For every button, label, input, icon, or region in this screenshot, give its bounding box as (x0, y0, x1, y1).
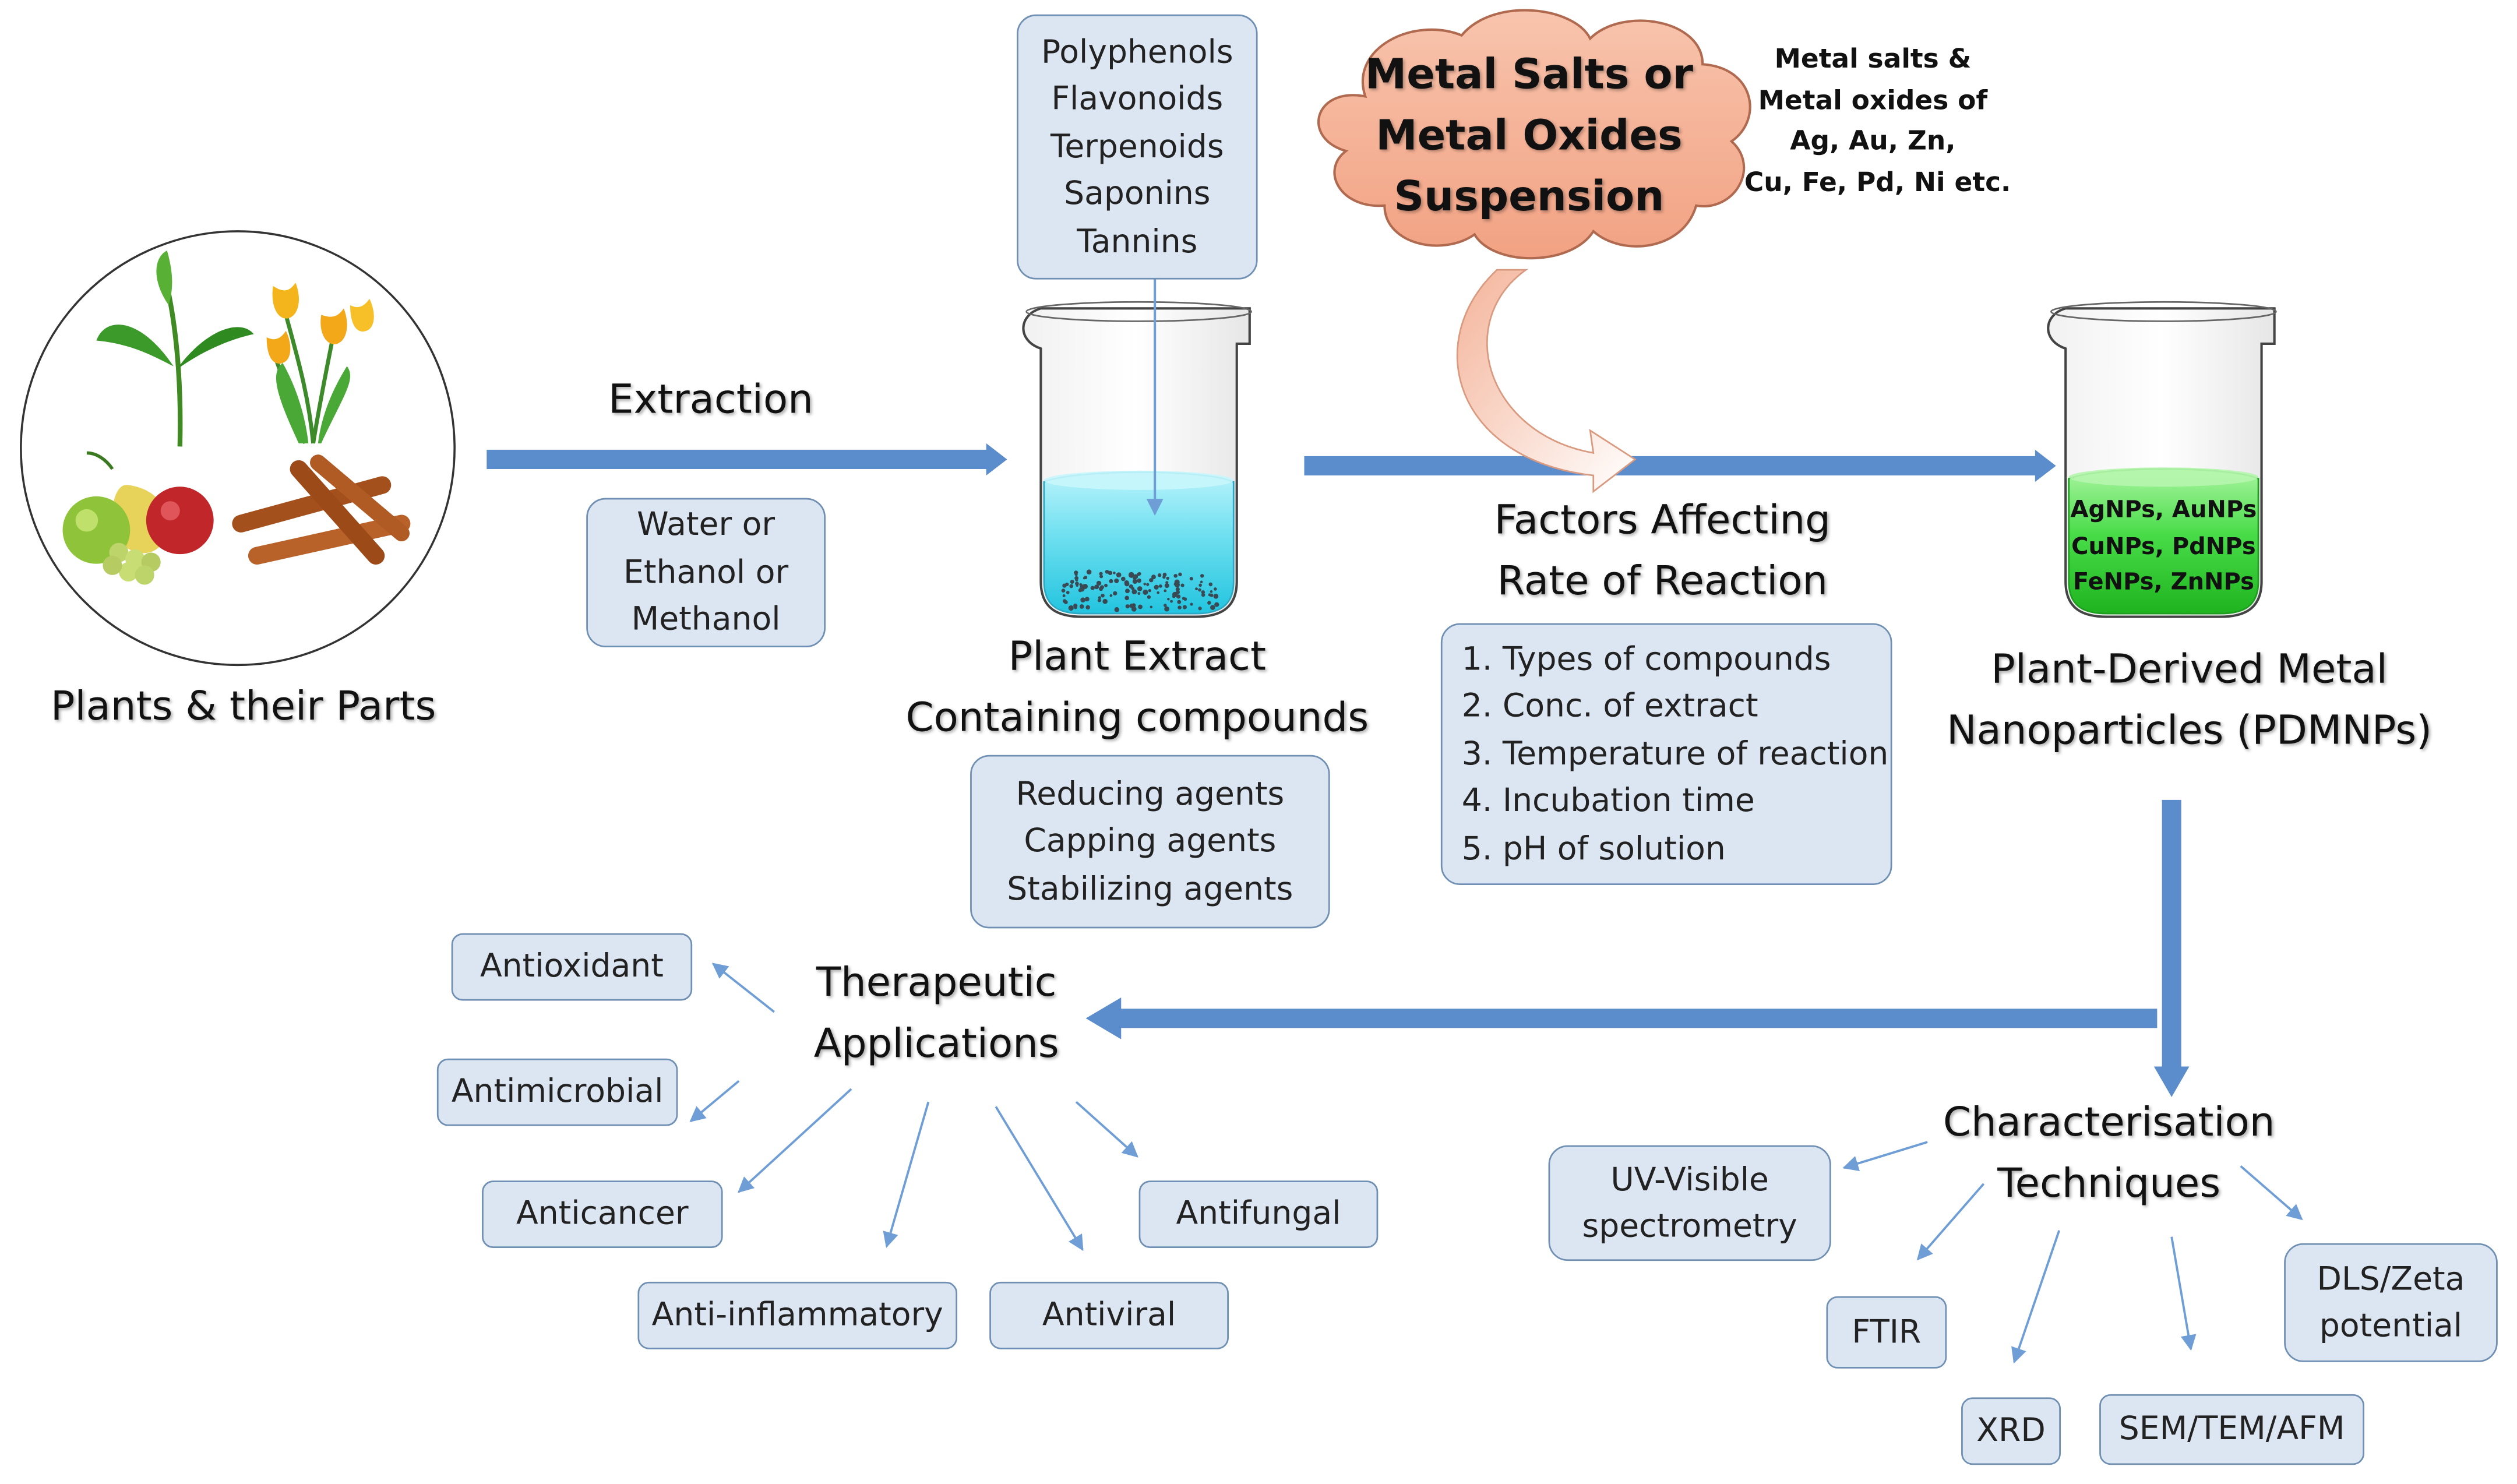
metal-addition-arrow (1456, 269, 1637, 494)
solvent-ethanol: Ethanol or (623, 552, 789, 591)
plant-extract-line-2: Containing compounds (905, 693, 1369, 741)
factor-item: 5. pH of solution (1461, 828, 1726, 867)
factors-title-line-1: Factors Affecting (1494, 496, 1831, 543)
metal-note-line-1: Metal salts & (1774, 43, 1972, 74)
plant-extract-label: Plant Extract Containing compounds (887, 626, 1388, 749)
antioxidant-box: Antioxidant (451, 933, 693, 1001)
characterisation-title-line-1: Characterisation (1943, 1098, 2275, 1145)
antioxidant-label: Antioxidant (480, 946, 664, 985)
factor-item: 1. Types of compounds (1461, 639, 1831, 678)
antimicrobial-label: Antimicrobial (451, 1071, 664, 1111)
ftir-label: FTIR (1852, 1312, 1922, 1351)
metal-note: Metal salts & Metal oxides of Ag, Au, Zn… (1744, 38, 2011, 202)
sediment-particles (1061, 569, 1219, 612)
anti-inflammatory-box: Anti-inflammatory (637, 1281, 958, 1349)
uv-visible-line-2: spectrometry (1582, 1206, 1797, 1245)
main-flow-arrows (487, 443, 2190, 1097)
agent-stabilizing: Stabilizing agents (1007, 868, 1293, 907)
uv-visible-box: UV-Visible spectrometry (1548, 1145, 1831, 1261)
metal-note-line-2: Metal oxides of (1758, 84, 1988, 115)
antiviral-box: Antiviral (989, 1281, 1229, 1349)
nano-line-2: CuNPs, PdNPs (2071, 534, 2256, 560)
factor-item: 2. Conc. of extract (1461, 686, 1758, 725)
plant-extract-line-1: Plant Extract (1008, 633, 1267, 680)
sem-tem-afm-label: SEM/TEM/AFM (2118, 1409, 2345, 1448)
extraction-label: Extraction (608, 376, 813, 423)
compound-polyphenols: Polyphenols (1041, 31, 1233, 71)
compound-flavonoids: Flavonoids (1051, 79, 1224, 118)
anti-inflammatory-label: Anti-inflammatory (651, 1295, 943, 1334)
dls-zeta-box: DLS/Zeta potential (2284, 1243, 2498, 1362)
agent-capping: Capping agents (1024, 821, 1277, 860)
reaction-arrow (1304, 449, 2056, 482)
compound-terpenoids: Terpenoids (1050, 126, 1224, 165)
cloud-line-2: Metal Oxides (1376, 112, 1683, 161)
extraction-arrow (487, 443, 1007, 476)
compound-tannins: Tannins (1077, 221, 1198, 260)
factors-title-line-2: Rate of Reaction (1497, 557, 1828, 604)
nanoparticle-beaker (2047, 301, 2277, 618)
factors-box: 1. Types of compounds 2. Conc. of extrac… (1440, 623, 1892, 885)
therapeutic-title-line-1: Therapeutic (816, 958, 1057, 1006)
solvent-water: Water or (637, 505, 775, 544)
ftir-box: FTIR (1826, 1296, 1947, 1369)
agent-reducing: Reducing agents (1016, 774, 1285, 813)
solvent-box: Water or Ethanol or Methanol (586, 498, 826, 647)
metal-cloud-text: Metal Salts or Metal Oxides Suspension (1352, 45, 1705, 228)
sem-tem-afm-box: SEM/TEM/AFM (2099, 1394, 2365, 1465)
tea-leaf-icon (96, 251, 254, 447)
antimicrobial-box: Antimicrobial (436, 1058, 678, 1126)
nanoparticle-beaker-text: AgNPs, AuNPs CuNPs, PdNPs FeNPs, ZnNPs (2067, 493, 2260, 601)
dls-zeta-line-2: potential (2319, 1306, 2463, 1345)
therapeutic-arrow (1085, 997, 2158, 1039)
cinnamon-icon (232, 454, 411, 565)
therapeutic-title-line-2: Applications (813, 1020, 1059, 1067)
factor-item: 4. Incubation time (1461, 781, 1755, 820)
pdmnp-line-1: Plant-Derived Metal (1991, 646, 2388, 693)
fruits-icon (62, 451, 214, 585)
solvent-methanol: Methanol (631, 599, 781, 639)
therapeutic-title: Therapeutic Applications (784, 953, 1089, 1075)
antifungal-box: Antifungal (1138, 1180, 1379, 1249)
factors-title: Factors Affecting Rate of Reaction (1446, 490, 1879, 612)
down-arrow (2153, 799, 2190, 1097)
agents-box: Reducing agents Capping agents Stabilizi… (970, 755, 1330, 929)
nano-line-3: FeNPs, ZnNPs (2072, 570, 2254, 596)
anticancer-label: Anticancer (516, 1193, 689, 1233)
cloud-line-3: Suspension (1394, 173, 1665, 222)
pdmnp-label: Plant-Derived Metal Nanoparticles (PDMNP… (1924, 639, 2455, 762)
nano-line-1: AgNPs, AuNPs (2070, 498, 2257, 524)
plants-illustration (20, 230, 456, 667)
dls-zeta-line-1: DLS/Zeta (2317, 1258, 2465, 1298)
characterisation-thin-arrows (1842, 1141, 2303, 1364)
antiviral-label: Antiviral (1042, 1295, 1176, 1334)
uv-visible-line-1: UV-Visible (1610, 1159, 1769, 1198)
metal-note-line-3: Ag, Au, Zn, (1790, 125, 1956, 156)
compound-saponins: Saponins (1064, 174, 1211, 213)
extract-beaker (1022, 301, 1252, 618)
metal-cloud (1317, 9, 1751, 260)
compounds-box: Polyphenols Flavonoids Terpenoids Saponi… (1017, 14, 1258, 280)
antifungal-label: Antifungal (1176, 1193, 1341, 1233)
characterisation-title-line-2: Techniques (1997, 1159, 2221, 1207)
anticancer-box: Anticancer (482, 1180, 723, 1249)
cloud-line-1: Metal Salts or (1365, 51, 1694, 100)
plants-label: Plants & their Parts (50, 682, 436, 729)
metal-note-line-4: Cu, Fe, Pd, Ni etc. (1744, 166, 2011, 197)
xrd-box: XRD (1961, 1397, 2061, 1465)
xrd-label: XRD (1976, 1411, 2046, 1450)
therapeutic-thin-arrows (689, 963, 1138, 1252)
factor-item: 3. Temperature of reaction (1461, 734, 1889, 773)
pdmnp-line-2: Nanoparticles (PDMNPs) (1946, 706, 2433, 753)
tulip-icon (266, 283, 374, 444)
characterisation-title: Characterisation Techniques (1921, 1092, 2297, 1215)
